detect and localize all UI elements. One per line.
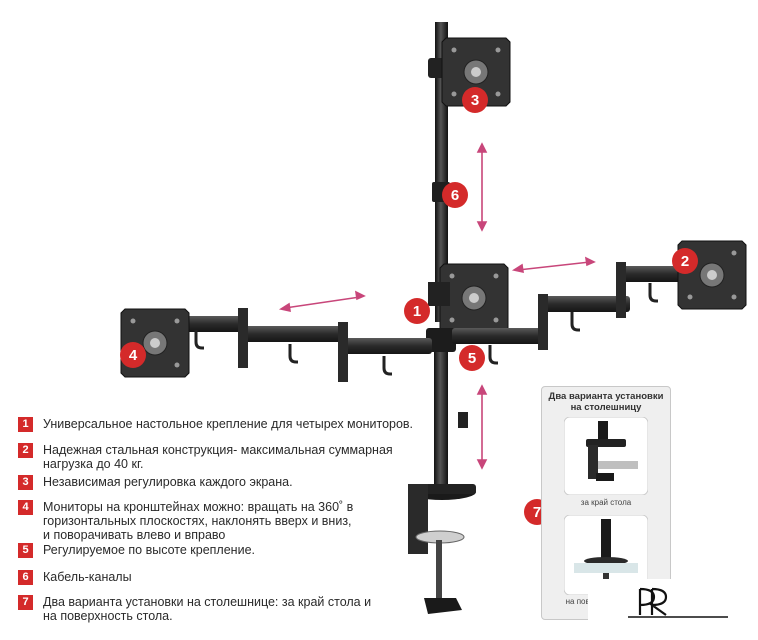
callout-4	[120, 342, 146, 368]
feature-4-num: 4	[18, 500, 33, 515]
feature-1: 1 Универсальное настольное крепление для…	[18, 417, 418, 432]
feature-5: 5 Регулируемое по высоте крепление.	[18, 543, 418, 558]
feature-2-num: 2	[18, 443, 33, 458]
callout-3	[462, 87, 488, 113]
callout-2	[672, 248, 698, 274]
feature-3-text: Независимая регулировка каждого экрана.	[43, 475, 293, 489]
left-arm	[180, 308, 432, 382]
callout-1	[404, 298, 430, 324]
surface-mount-illustration	[564, 515, 648, 595]
feature-7-num: 7	[18, 595, 33, 610]
feature-4: 4 Мониторы на кронштейнах можно: вращать…	[18, 500, 418, 542]
callout-2-label: 2	[681, 253, 689, 270]
callout-3-label: 3	[471, 92, 479, 109]
callout-6-label: 6	[451, 187, 459, 204]
feature-2-text: Надежная стальная конструкция- максималь…	[43, 443, 393, 471]
install-panel-title: Два варианта установки на столешницу	[548, 391, 664, 413]
callout-5-label: 5	[468, 350, 476, 367]
feature-6-num: 6	[18, 570, 33, 585]
caption-edge: за край стола	[580, 498, 632, 507]
feature-5-text: Регулируемое по высоте крепление.	[43, 543, 255, 557]
callout-5	[459, 345, 485, 371]
movement-arrows	[278, 142, 596, 470]
feature-6-text: Кабель-каналы	[43, 570, 132, 584]
callout-6	[442, 182, 468, 208]
brand-logo	[588, 579, 738, 624]
feature-2: 2 Надежная стальная конструкция- максима…	[18, 443, 418, 471]
feature-6: 6 Кабель-каналы	[18, 570, 418, 585]
feature-1-num: 1	[18, 417, 33, 432]
feature-5-num: 5	[18, 543, 33, 558]
feature-3-num: 3	[18, 475, 33, 490]
edge-clamp-illustration	[564, 417, 648, 495]
callout-4-label: 4	[129, 347, 138, 364]
pole-bottom	[434, 350, 448, 490]
callout-1-label: 1	[413, 303, 421, 320]
logo-mark	[628, 587, 728, 618]
feature-7: 7 Два варианта установки на столешнице: …	[18, 595, 418, 623]
desk-clamp	[408, 484, 476, 614]
feature-3: 3 Независимая регулировка каждого экрана…	[18, 475, 418, 490]
callout-markers: 1 2 3 4 5 6 7	[120, 87, 698, 525]
callout-7-label: 7	[533, 504, 541, 521]
feature-7-text: Два варианта установки на столешнице: за…	[43, 595, 372, 623]
feature-1-text: Универсальное настольное крепление для ч…	[43, 417, 414, 431]
feature-4-text: Мониторы на кронштейнах можно: вращать н…	[43, 500, 354, 542]
